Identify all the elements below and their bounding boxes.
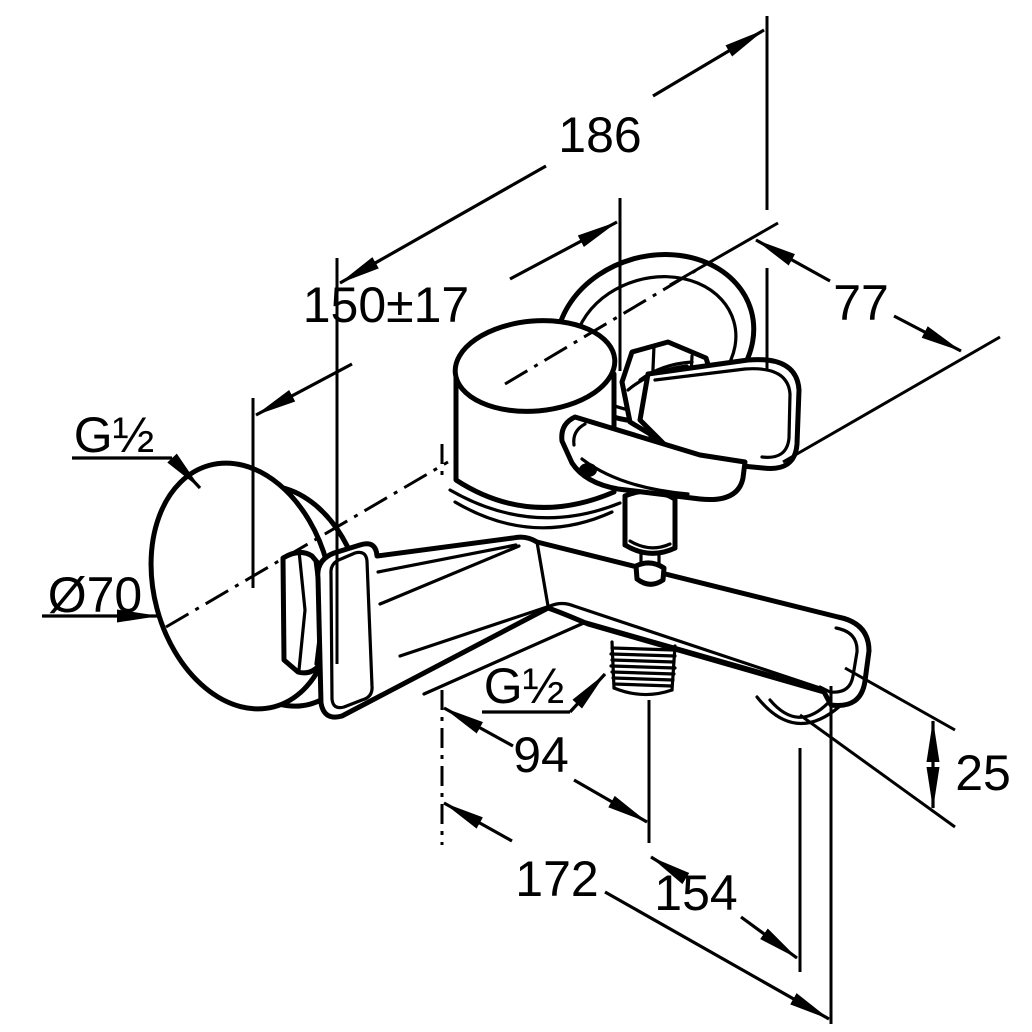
dimension-lines bbox=[42, 28, 962, 1021]
connection-axis-left bbox=[165, 460, 449, 629]
dim-label-escutcheon-diameter: Ø70 bbox=[48, 567, 143, 623]
shower-outlet-thread bbox=[609, 640, 677, 697]
dimension-labels: 186 150±17 77 G½ Ø70 G½ 94 25 172 154 bbox=[48, 107, 1011, 921]
dim-label-connection-spacing: 150±17 bbox=[303, 277, 469, 333]
dim-label-outlet-thread: G½ bbox=[484, 658, 565, 714]
handle-indicator-dot bbox=[579, 463, 597, 477]
spout-body bbox=[315, 534, 872, 726]
lever-handle bbox=[559, 357, 802, 503]
dim-label-lower-reach: 172 bbox=[515, 851, 598, 907]
handle-grip bbox=[559, 414, 748, 503]
dim-label-spout-end-height: 25 bbox=[955, 745, 1011, 801]
dim-label-body-width: 77 bbox=[833, 275, 889, 331]
connection-axis-right bbox=[504, 266, 701, 386]
dim-label-total-depth: 186 bbox=[558, 107, 641, 163]
handle-boss bbox=[637, 357, 802, 471]
dim-label-wall-thread: G½ bbox=[74, 407, 155, 463]
spout-silhouette bbox=[315, 534, 872, 720]
dim-label-outlet-offset: 94 bbox=[513, 727, 569, 783]
dim-label-outlet-reach: 154 bbox=[654, 865, 737, 921]
